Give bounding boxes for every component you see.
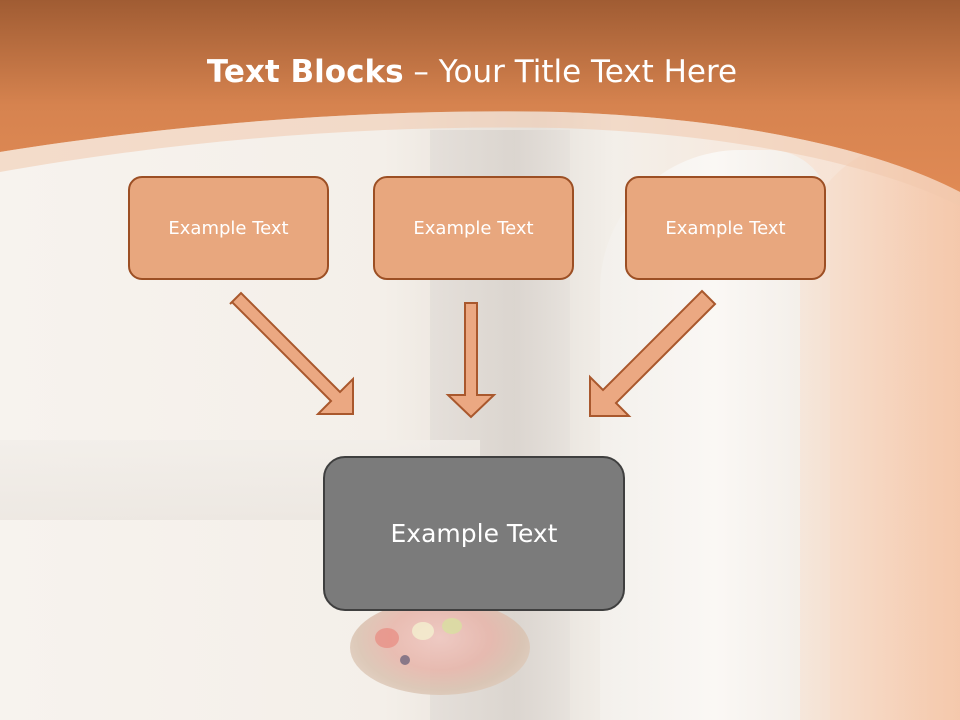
text-block-main[interactable]: Example Text bbox=[323, 456, 625, 611]
bowl-food-detail bbox=[442, 618, 462, 634]
slide-title: Text Blocks – Your Title Text Here bbox=[0, 54, 944, 90]
bowl-food-detail bbox=[400, 655, 410, 665]
text-block-label: Example Text bbox=[168, 217, 289, 239]
text-block-main-label: Example Text bbox=[390, 519, 558, 548]
title-rest: Your Title Text Here bbox=[438, 54, 738, 90]
arrow-down-icon bbox=[445, 302, 497, 419]
food-bowl bbox=[350, 600, 530, 695]
title-bold-part: Text Blocks bbox=[206, 54, 404, 90]
arrow-down-left-icon bbox=[589, 289, 717, 417]
text-block-right[interactable]: Example Text bbox=[625, 176, 826, 280]
text-block-label: Example Text bbox=[413, 217, 534, 239]
text-block-center[interactable]: Example Text bbox=[373, 176, 574, 280]
title-dash: – bbox=[403, 54, 439, 90]
arrow-down-right-icon bbox=[229, 291, 354, 415]
bowl-food-detail bbox=[375, 628, 399, 648]
bowl-food-detail bbox=[412, 622, 434, 640]
person-arm bbox=[800, 140, 960, 720]
text-block-label: Example Text bbox=[665, 217, 786, 239]
text-block-left[interactable]: Example Text bbox=[128, 176, 329, 280]
